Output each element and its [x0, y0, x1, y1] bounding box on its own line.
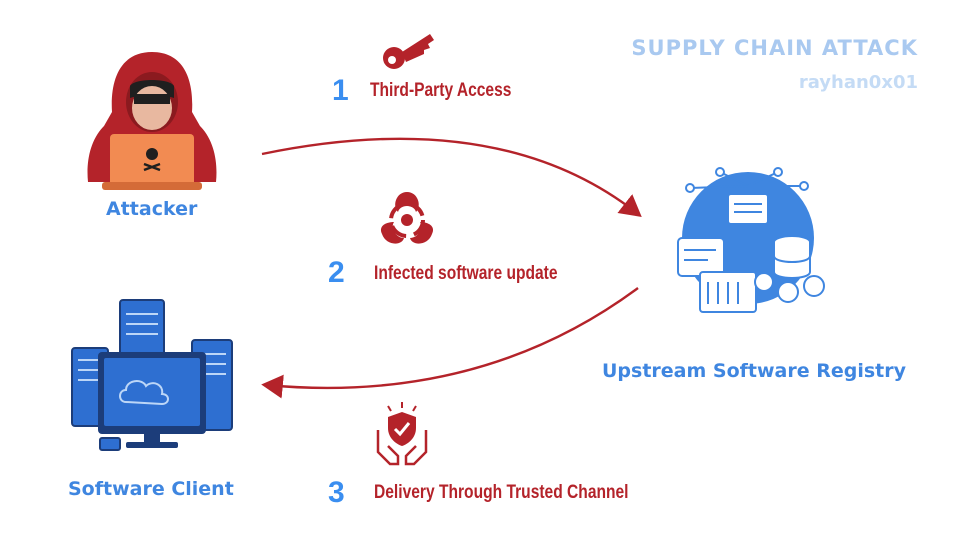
key-icon	[383, 34, 434, 69]
network-registry-icon	[677, 167, 825, 313]
registry-label: Upstream Software Registry	[602, 360, 907, 382]
arrow-attacker-to-registry	[261, 137, 642, 217]
step-2-number: 2	[328, 256, 345, 289]
diagram-title: SUPPLY CHAIN ATTACK	[631, 36, 918, 60]
step-3-label: Delivery Through Trusted Channel	[374, 482, 629, 503]
author-label: rayhan0x01	[798, 72, 918, 93]
biohazard-icon	[380, 192, 434, 244]
step-3-number: 3	[328, 476, 345, 509]
client-label: Software Client	[68, 478, 234, 500]
hooded-hacker-icon	[87, 52, 217, 190]
shield-hands-icon	[376, 402, 428, 466]
step-2-label: Infected software update	[374, 263, 558, 284]
attacker-label: Attacker	[106, 198, 198, 220]
arrow-registry-to-client	[261, 287, 639, 399]
step-1-label: Third-Party Access	[370, 80, 512, 101]
servers-computer-icon	[71, 299, 233, 451]
step-1-number: 1	[332, 74, 349, 107]
